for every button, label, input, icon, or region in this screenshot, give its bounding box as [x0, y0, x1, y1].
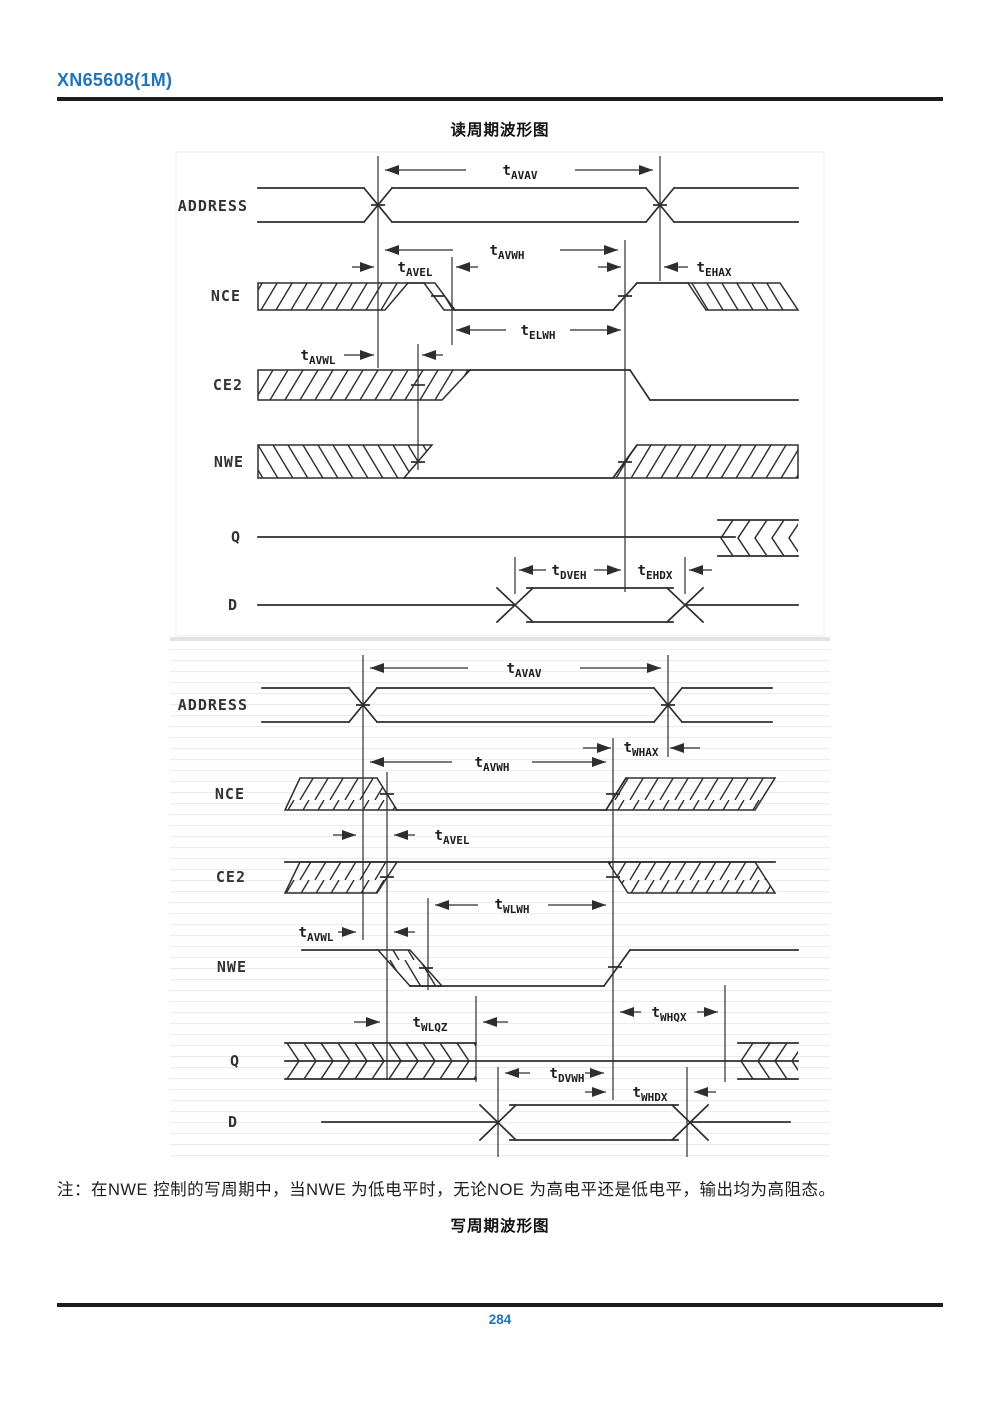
signal-label-ce2: CE2	[213, 376, 243, 394]
q-waveform	[257, 519, 799, 557]
signal-label-address: ADDRESS	[178, 197, 248, 215]
timing-label-twhax: tWHAX	[624, 740, 659, 759]
address-waveform	[257, 186, 799, 224]
ce2-waveform	[283, 861, 777, 894]
signal-label-ce2: CE2	[216, 868, 246, 886]
timing-label-tdvwh: tDVWH	[550, 1066, 585, 1085]
timing-label-tavwh: tAVWH	[475, 755, 510, 774]
header-rule	[57, 97, 943, 101]
figure1-border	[175, 151, 825, 637]
signal-label-nce: NCE	[211, 287, 241, 305]
timing-label-tavwh: tAVWH	[490, 243, 525, 262]
signal-label-nce: NCE	[215, 785, 245, 803]
timing-label-tavel: tAVEL	[398, 260, 433, 279]
signal-label-address: ADDRESS	[178, 696, 248, 714]
signal-label-d: D	[228, 1113, 238, 1131]
d-waveform	[257, 586, 799, 624]
nwe-waveform	[257, 443, 799, 480]
timing-label-tavel: tAVEL	[435, 828, 470, 847]
nwe-waveform	[301, 948, 799, 988]
signal-label-d: D	[228, 596, 238, 614]
scanline-background	[170, 644, 830, 1160]
address-waveform	[261, 686, 773, 724]
signal-label-q: Q	[230, 1052, 240, 1070]
timing-label-twlwh: tWLWH	[495, 897, 530, 916]
q-waveform	[284, 1042, 799, 1080]
timing-label-tavwl: tAVWL	[299, 925, 334, 944]
figure2-caption: 写周期波形图	[450, 1218, 550, 1235]
timing-label-tehdx: tEHDX	[638, 563, 673, 582]
doc-title: XN65608(1M)	[57, 70, 173, 90]
timing-label-tavwl: tAVWL	[301, 348, 336, 367]
timing-label-tavav: tAVAV	[503, 163, 538, 182]
nce-waveform	[283, 776, 777, 812]
write-cycle-waveform-diagram: tAVAV tWHAX tAVWH tAVEL tWLWH tAVWL tWLQ…	[170, 637, 830, 1160]
d-waveform	[321, 1103, 791, 1142]
ce2-waveform	[257, 368, 799, 402]
timing-label-tavav: tAVAV	[507, 661, 542, 680]
figure1-caption: 读周期波形图	[450, 122, 550, 139]
signal-label-q: Q	[231, 528, 241, 546]
footer-rule	[57, 1303, 943, 1307]
timing-label-telwh: tELWH	[521, 323, 556, 342]
signal-label-nwe: NWE	[217, 958, 247, 976]
timing-label-twhdx: tWHDX	[633, 1085, 668, 1104]
signal-label-nwe: NWE	[214, 453, 244, 471]
page-number: 284	[488, 1312, 512, 1327]
timing-label-twlqz: tWLQZ	[413, 1015, 448, 1034]
timing-label-tehax: tEHAX	[697, 260, 732, 279]
dimension-arrows	[344, 165, 712, 575]
figure-note: 注：在NWE 控制的写周期中，当NWE 为低电平时，无论NOE 为高电平还是低电…	[57, 1181, 836, 1199]
scan-seam	[170, 637, 830, 641]
timing-label-tdveh: tDVEH	[552, 563, 587, 582]
timing-label-twhqx: tWHQX	[652, 1005, 687, 1024]
read-cycle-waveform-diagram: tAVAV tAVWH tAVEL tEHAX tELWH tAVWL tDVE…	[175, 151, 825, 637]
nce-waveform	[257, 281, 800, 312]
dimension-arrows	[333, 663, 718, 1097]
